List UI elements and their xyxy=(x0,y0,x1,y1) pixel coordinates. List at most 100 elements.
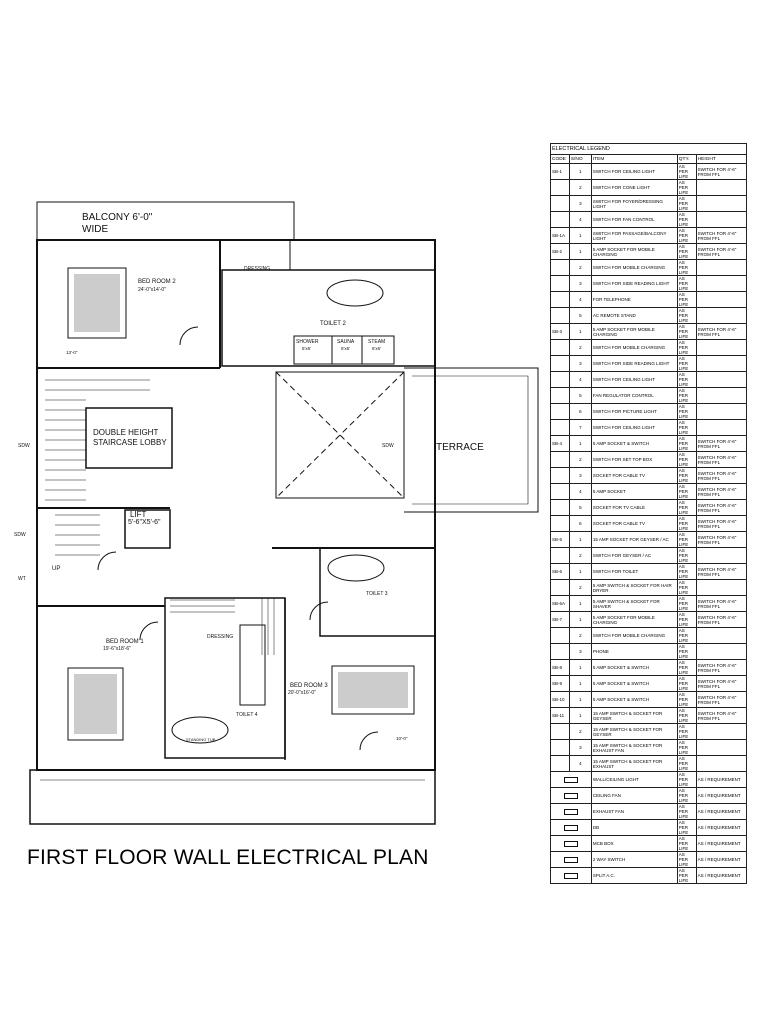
legend-cell-height: SWITCH FOR 4'-6" FROM FFL xyxy=(695,323,748,340)
legend-symbol-qty: AS PER LIFE xyxy=(676,787,697,804)
legend-cell-code: SB-9 xyxy=(550,675,570,692)
legend-cell-item: 5 AMP SOCKET FOR MOBILE CHARGING xyxy=(590,243,678,260)
legend-cell-code xyxy=(550,339,570,356)
legend-cell-item: SWITCH FOR MOBILE CHARGING xyxy=(590,339,678,356)
legend-symbol-qty: AS PER LIFE xyxy=(676,819,697,836)
legend-cell-code xyxy=(550,355,570,372)
legend-cell-sno: 1 xyxy=(568,531,592,548)
legend-cell-sno: 2 xyxy=(568,579,592,596)
legend-cell-code: SB-5 xyxy=(550,531,570,548)
legend-cell-qty: AS PER LIFE xyxy=(676,275,697,292)
legend-cell-item: 15 AMP SWITCH & SOCKET FOR GEYSER xyxy=(590,707,678,724)
legend-cell-item: FOR TELEPHONE xyxy=(590,291,678,308)
lower-balcony xyxy=(29,769,436,825)
tub-3 xyxy=(327,554,385,582)
legend-cell-sno: 4 xyxy=(568,755,592,772)
shower-sauna-steam xyxy=(293,335,395,365)
legend-cell-item: SWITCH FOR FOYER/DRESSING LIGHT xyxy=(590,195,678,212)
toilet2-walls xyxy=(221,269,436,367)
legend-cell-height xyxy=(695,579,748,596)
legend-cell-height: SWITCH FOR 4'-6" FROM FFL xyxy=(695,499,748,516)
toilet2-label: TOILET 2 xyxy=(320,321,346,327)
legend-symbol-qty: AS PER LIFE xyxy=(676,851,697,868)
legend-symbol-cell xyxy=(550,851,592,868)
bedroom1-label: BED ROOM 1 xyxy=(106,639,144,645)
legend-cell-height: SWITCH FOR 4'-6" FROM FFL xyxy=(695,435,748,452)
drawing-title: FIRST FLOOR WALL ELECTRICAL PLAN xyxy=(27,846,429,869)
legend-cell-sno: 1 xyxy=(568,163,592,180)
legend-cell-qty: AS PER LIFE xyxy=(676,355,697,372)
legend-cell-height xyxy=(695,755,748,772)
legend-cell-code xyxy=(550,371,570,388)
legend-cell-height: SWITCH FOR 4'-6" FROM FFL xyxy=(695,227,748,244)
legend-cell-qty: AS PER LIFE xyxy=(676,211,697,228)
legend-symbol-height: AS / REQUIREMENT xyxy=(695,771,748,788)
up-label: UP xyxy=(52,566,60,572)
legend-symbol-qty: AS PER LIFE xyxy=(676,803,697,820)
legend-cell-sno: 1 xyxy=(568,323,592,340)
bedroom3-label: BED ROOM 3 xyxy=(290,683,328,689)
legend-symbol-height: AS / REQUIREMENT xyxy=(695,835,748,852)
legend-cell-qty: AS PER LIFE xyxy=(676,435,697,452)
stair-lobby-label-2: STAIRCASE LOBBY xyxy=(93,438,167,447)
legend-cell-sno: 5 xyxy=(568,387,592,404)
balcony-outline xyxy=(36,201,295,240)
legend-cell-code xyxy=(550,259,570,276)
bed-3 xyxy=(331,665,415,715)
legend-cell-sno: 6 xyxy=(568,515,592,532)
legend-cell-height: SWITCH FOR 4'-6" FROM FFL xyxy=(695,611,748,628)
legend-cell-qty: AS PER LIFE xyxy=(676,179,697,196)
legend-cell-code xyxy=(550,499,570,516)
legend-cell-sno: 1 xyxy=(568,691,592,708)
electrical-symbol-icon xyxy=(563,824,578,831)
legend-cell-sno: 4 xyxy=(568,291,592,308)
legend-cell-qty: AS PER LIFE xyxy=(676,371,697,388)
legend-cell-height xyxy=(695,339,748,356)
dimension-label-1: 13'-0" xyxy=(66,350,78,355)
legend-cell-height: SWITCH FOR 4'-6" FROM FFL xyxy=(695,483,748,500)
legend-cell-sno: 3 xyxy=(568,195,592,212)
legend-cell-code xyxy=(550,739,570,756)
legend-cell-item: SWITCH FOR MOBILE CHARGING xyxy=(590,627,678,644)
legend-cell-height: SWITCH FOR 4'-6" FROM FFL xyxy=(695,451,748,468)
legend-cell-qty: AS PER LIFE xyxy=(676,499,697,516)
legend-cell-item: SWITCH FOR CEILING LIGHT xyxy=(590,371,678,388)
legend-cell-sno: 3 xyxy=(568,275,592,292)
legend-cell-qty: AS PER LIFE xyxy=(676,307,697,324)
legend-cell-qty: AS PER LIFE xyxy=(676,547,697,564)
legend-cell-item: SWITCH FOR MOBILE CHARGING xyxy=(590,259,678,276)
legend-cell-qty: AS PER LIFE xyxy=(676,691,697,708)
legend-symbol-item: MCB BOX xyxy=(590,835,678,852)
legend-cell-sno: 1 xyxy=(568,227,592,244)
legend-cell-code xyxy=(550,467,570,484)
legend-cell-sno: 1 xyxy=(568,243,592,260)
legend-cell-code: SB-2 xyxy=(550,243,570,260)
lift-shaft xyxy=(124,509,171,549)
legend-cell-qty: AS PER LIFE xyxy=(676,419,697,436)
tub-2 xyxy=(326,279,384,307)
dimension-label-2: 10'-0" xyxy=(396,736,408,741)
bedroom3-size: 20'-0"x16'-0" xyxy=(288,690,316,696)
legend-cell-code xyxy=(550,643,570,660)
legend-cell-code xyxy=(550,723,570,740)
legend-symbol-item: 2 WAY SWITCH xyxy=(590,851,678,868)
legend-cell-qty: AS PER LIFE xyxy=(676,291,697,308)
legend-cell-height xyxy=(695,739,748,756)
legend-cell-item: 5 AMP SOCKET & SWITCH xyxy=(590,691,678,708)
legend-cell-item: SOCKET FOR CABLE TV xyxy=(590,515,678,532)
